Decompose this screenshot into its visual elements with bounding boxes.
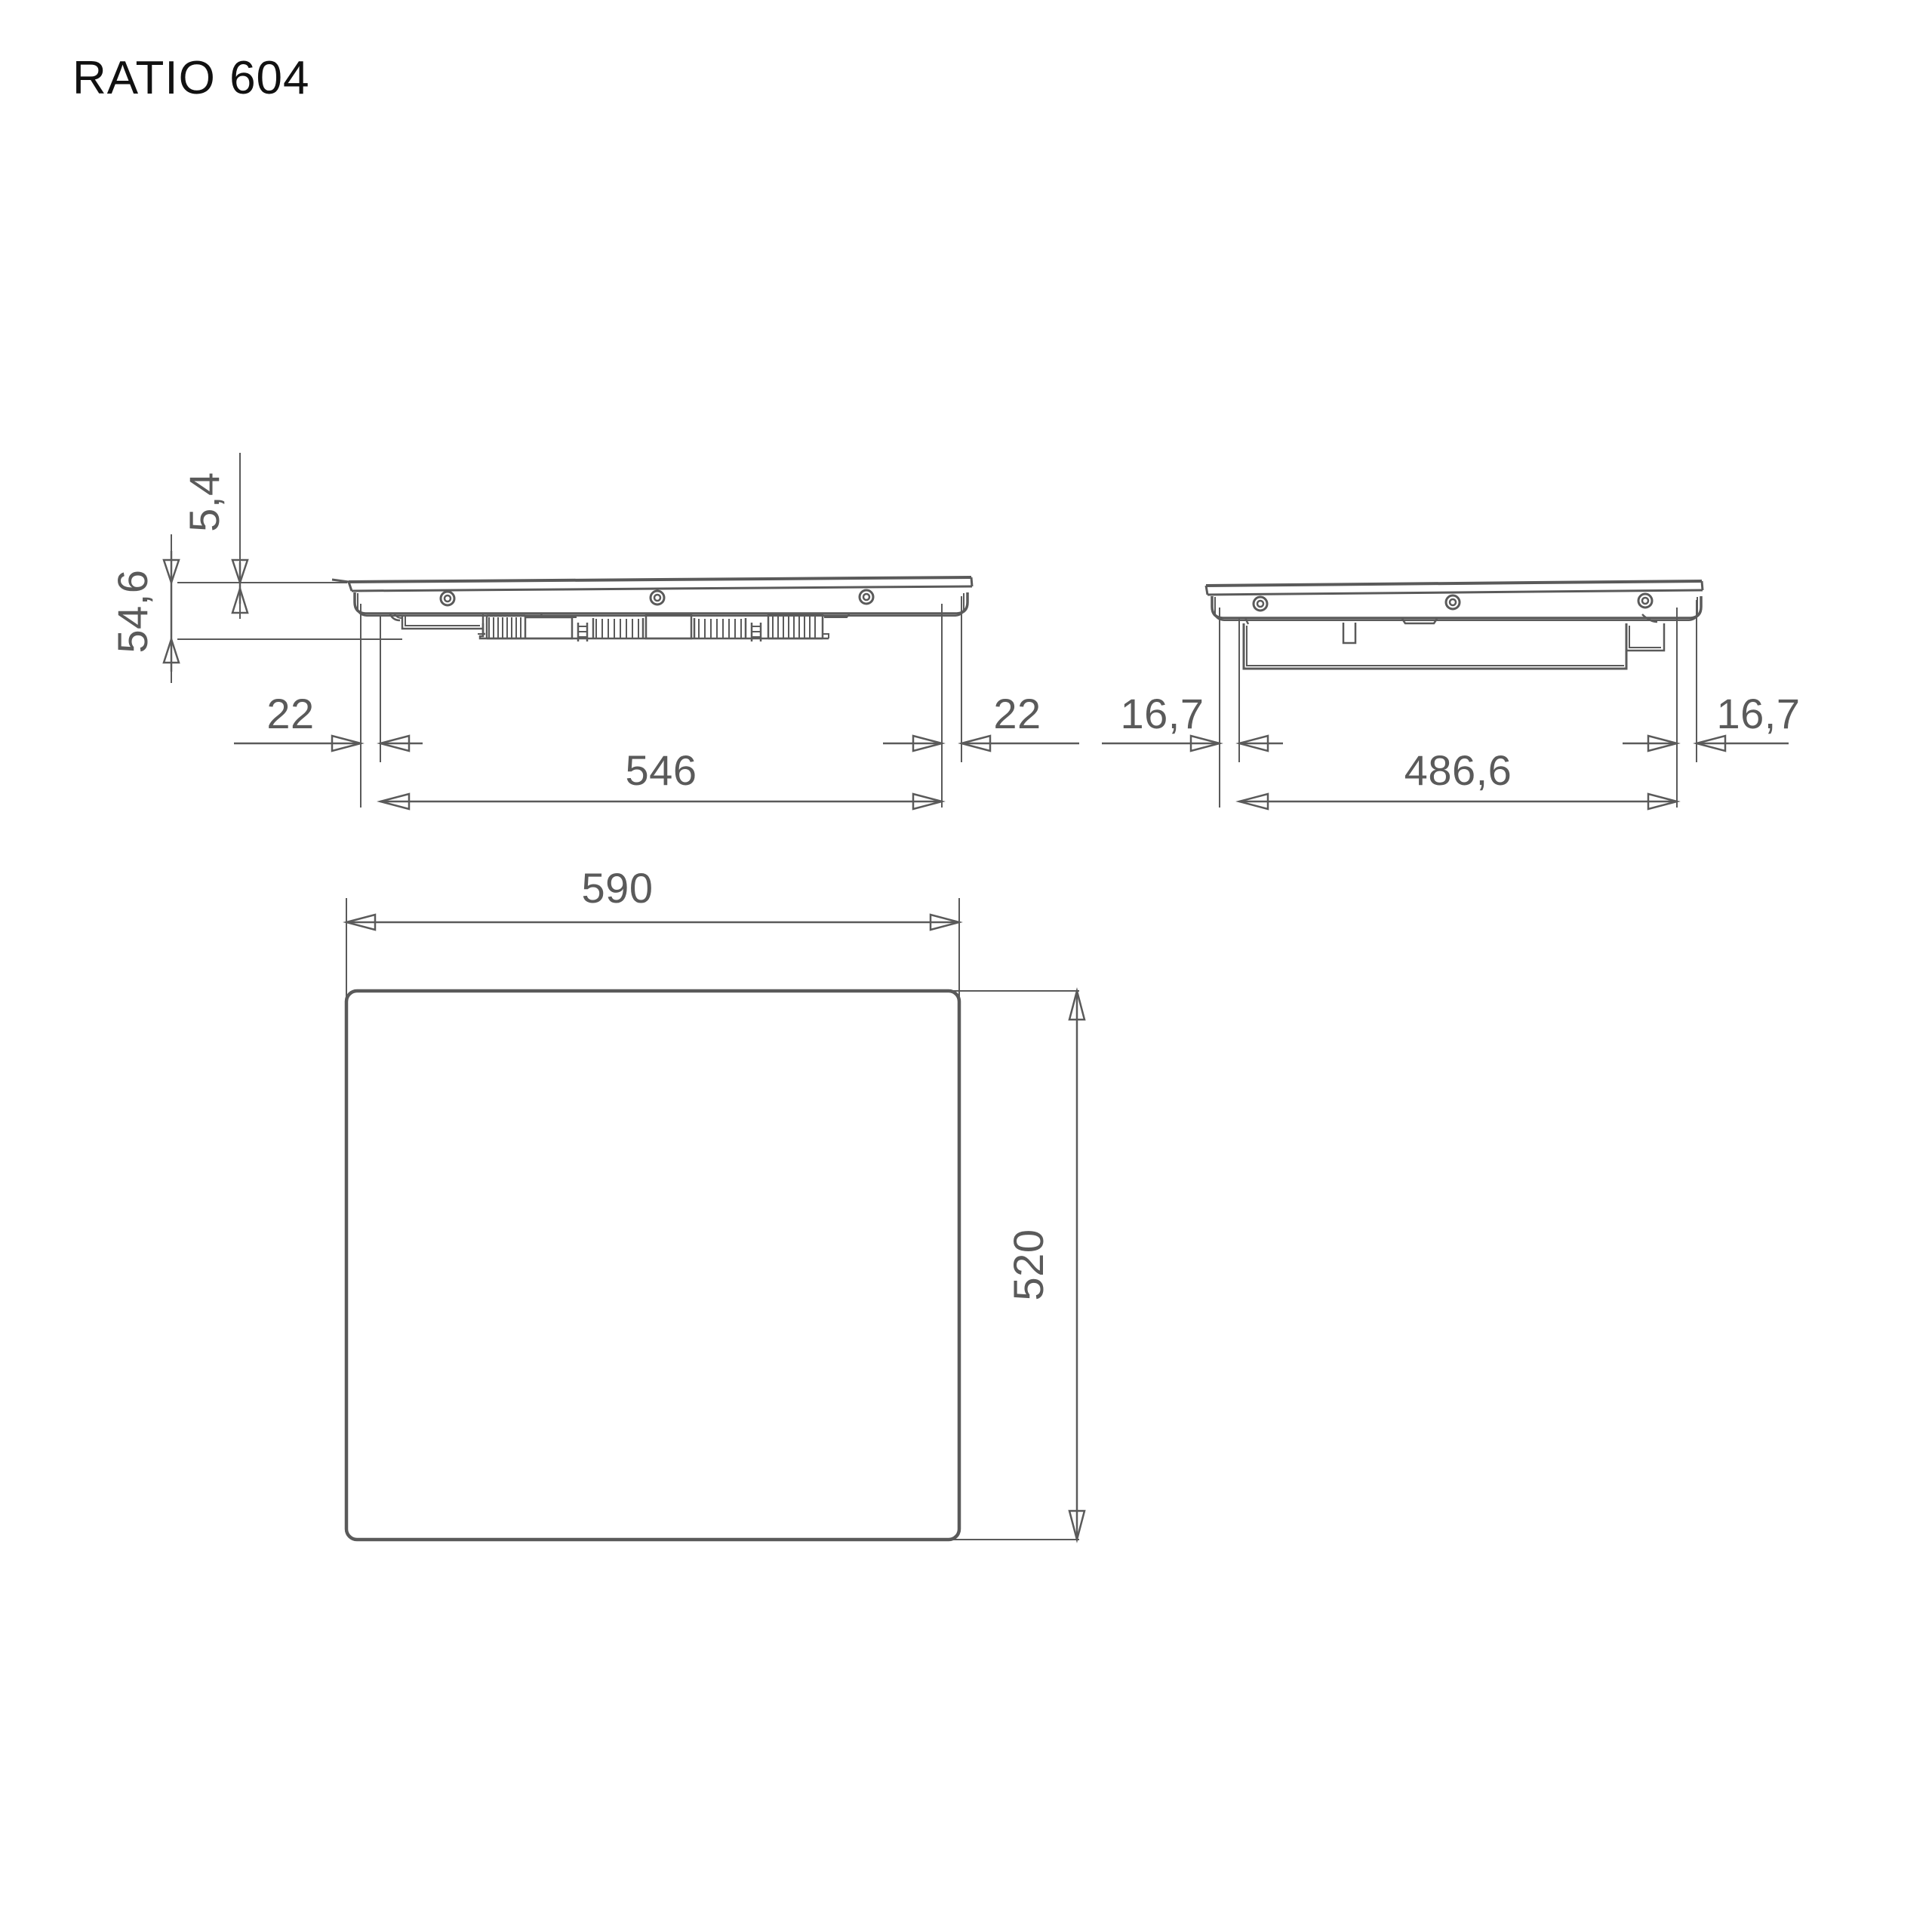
dim-total-height — [162, 551, 180, 672]
dim-glass-thickness — [231, 558, 249, 614]
dim-overall-width — [343, 913, 963, 931]
dim-label-590: 590 — [582, 864, 654, 912]
front-section-geometry — [287, 576, 974, 641]
dim-left-overhang — [234, 734, 423, 752]
ventilation-fins — [485, 613, 824, 641]
dim-label-22-left: 22 — [266, 690, 314, 737]
screw-icon-group-side — [1252, 592, 1654, 612]
side-view-dimension-lines — [1219, 600, 1697, 808]
dim-cutout-depth — [1235, 792, 1681, 811]
dim-label-16-7-left: 16,7 — [1121, 690, 1204, 737]
dim-label-22-right: 22 — [993, 690, 1041, 737]
dim-label-5-4: 5,4 — [180, 472, 228, 531]
dim-label-16-7-right: 16,7 — [1717, 690, 1801, 737]
dim-overall-depth — [1068, 987, 1086, 1543]
dim-side-right-offset — [1623, 734, 1789, 752]
screw-icon-group — [439, 589, 875, 607]
dim-right-overhang — [883, 734, 1079, 752]
dim-label-546: 546 — [626, 746, 697, 794]
page-title: RATIO 604 — [72, 52, 310, 104]
plan-view-geometry — [344, 989, 961, 1542]
dim-label-520: 520 — [1004, 1229, 1052, 1301]
dim-label-54-6: 54,6 — [109, 570, 156, 654]
front-view-dimension-lines — [171, 453, 962, 808]
side-section-geometry — [1204, 580, 1704, 670]
plan-dimension-lines — [346, 898, 1079, 1540]
dim-cutout-width — [377, 792, 946, 811]
dim-label-486-6: 486,6 — [1404, 746, 1512, 794]
dim-side-left-offset — [1102, 734, 1283, 752]
